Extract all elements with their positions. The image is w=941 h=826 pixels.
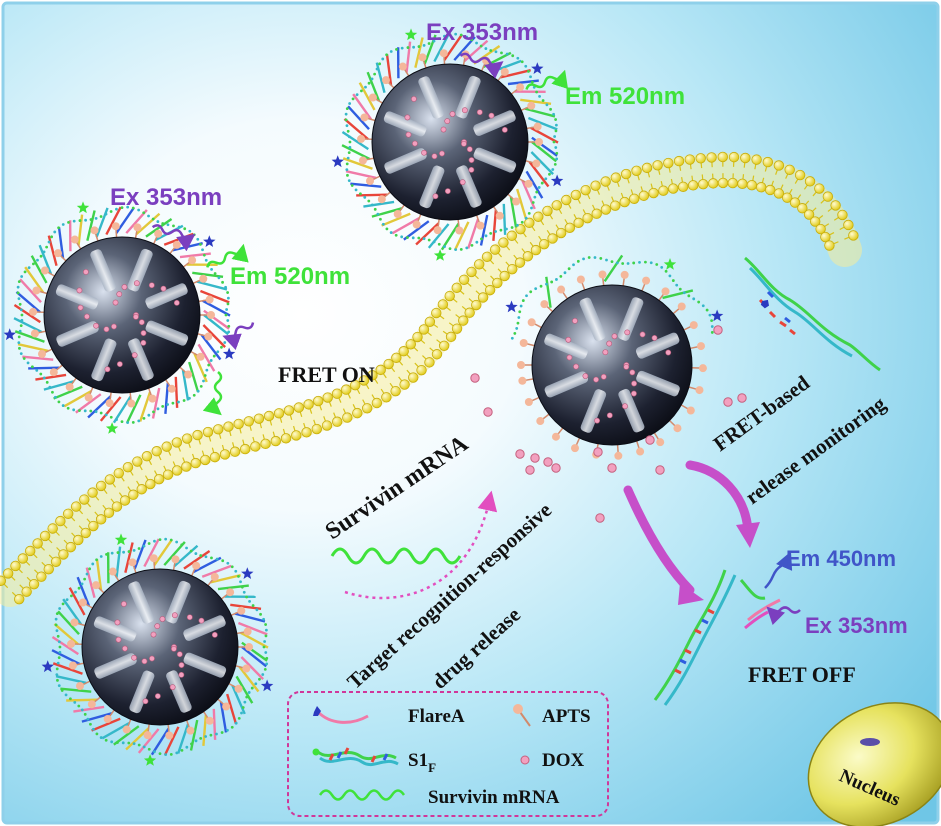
fret-left-arrows [151, 224, 255, 416]
nucleus [807, 702, 941, 826]
legend-box [287, 691, 609, 817]
legend-s1-main: S1 [408, 750, 428, 771]
legend-flarea-label: FlareA [408, 706, 465, 727]
label-em-top: Em 520nm [565, 83, 685, 110]
legend-s1f-label: S1F [408, 750, 436, 775]
legend-flarea-icon [316, 710, 369, 724]
fret-off-complex [653, 569, 781, 706]
release-arrows [623, 460, 760, 605]
label-ex-top: Ex 353nm [426, 19, 538, 46]
label-ex-right: Ex 353nm [805, 613, 908, 638]
nanoparticle-left [3, 201, 236, 434]
fret-off-arrows [764, 551, 801, 626]
legend-s1f-icon [312, 747, 399, 767]
cell-membrane [0, 151, 862, 607]
dotted-recognition-arrow [344, 490, 498, 600]
label-em-450: Em 450nm [786, 546, 896, 571]
legend-survivin-icon [318, 789, 406, 801]
legend-s1-sub: F [428, 760, 436, 775]
dox-molecules [470, 325, 747, 523]
legend-apts-icon [519, 711, 531, 727]
nanoparticle-top [331, 28, 564, 261]
legend-dox-label: DOX [542, 750, 585, 771]
label-ex-left: Ex 353nm [110, 184, 222, 211]
legend-dox-icon [520, 755, 530, 765]
fret-top-arrows [459, 52, 569, 90]
legend-survivin-label: Survivin mRNA [428, 787, 560, 808]
released-flare-strand [744, 256, 881, 372]
nanoparticle-center [505, 254, 724, 460]
survivin-mrna-strand [330, 547, 462, 565]
nanoparticle-bottom [41, 533, 274, 766]
label-fret-on: FRET ON [278, 362, 375, 387]
label-em-left: Em 520nm [230, 263, 350, 290]
label-fret-off: FRET OFF [748, 662, 856, 687]
legend-apts-label: APTS [542, 706, 591, 727]
